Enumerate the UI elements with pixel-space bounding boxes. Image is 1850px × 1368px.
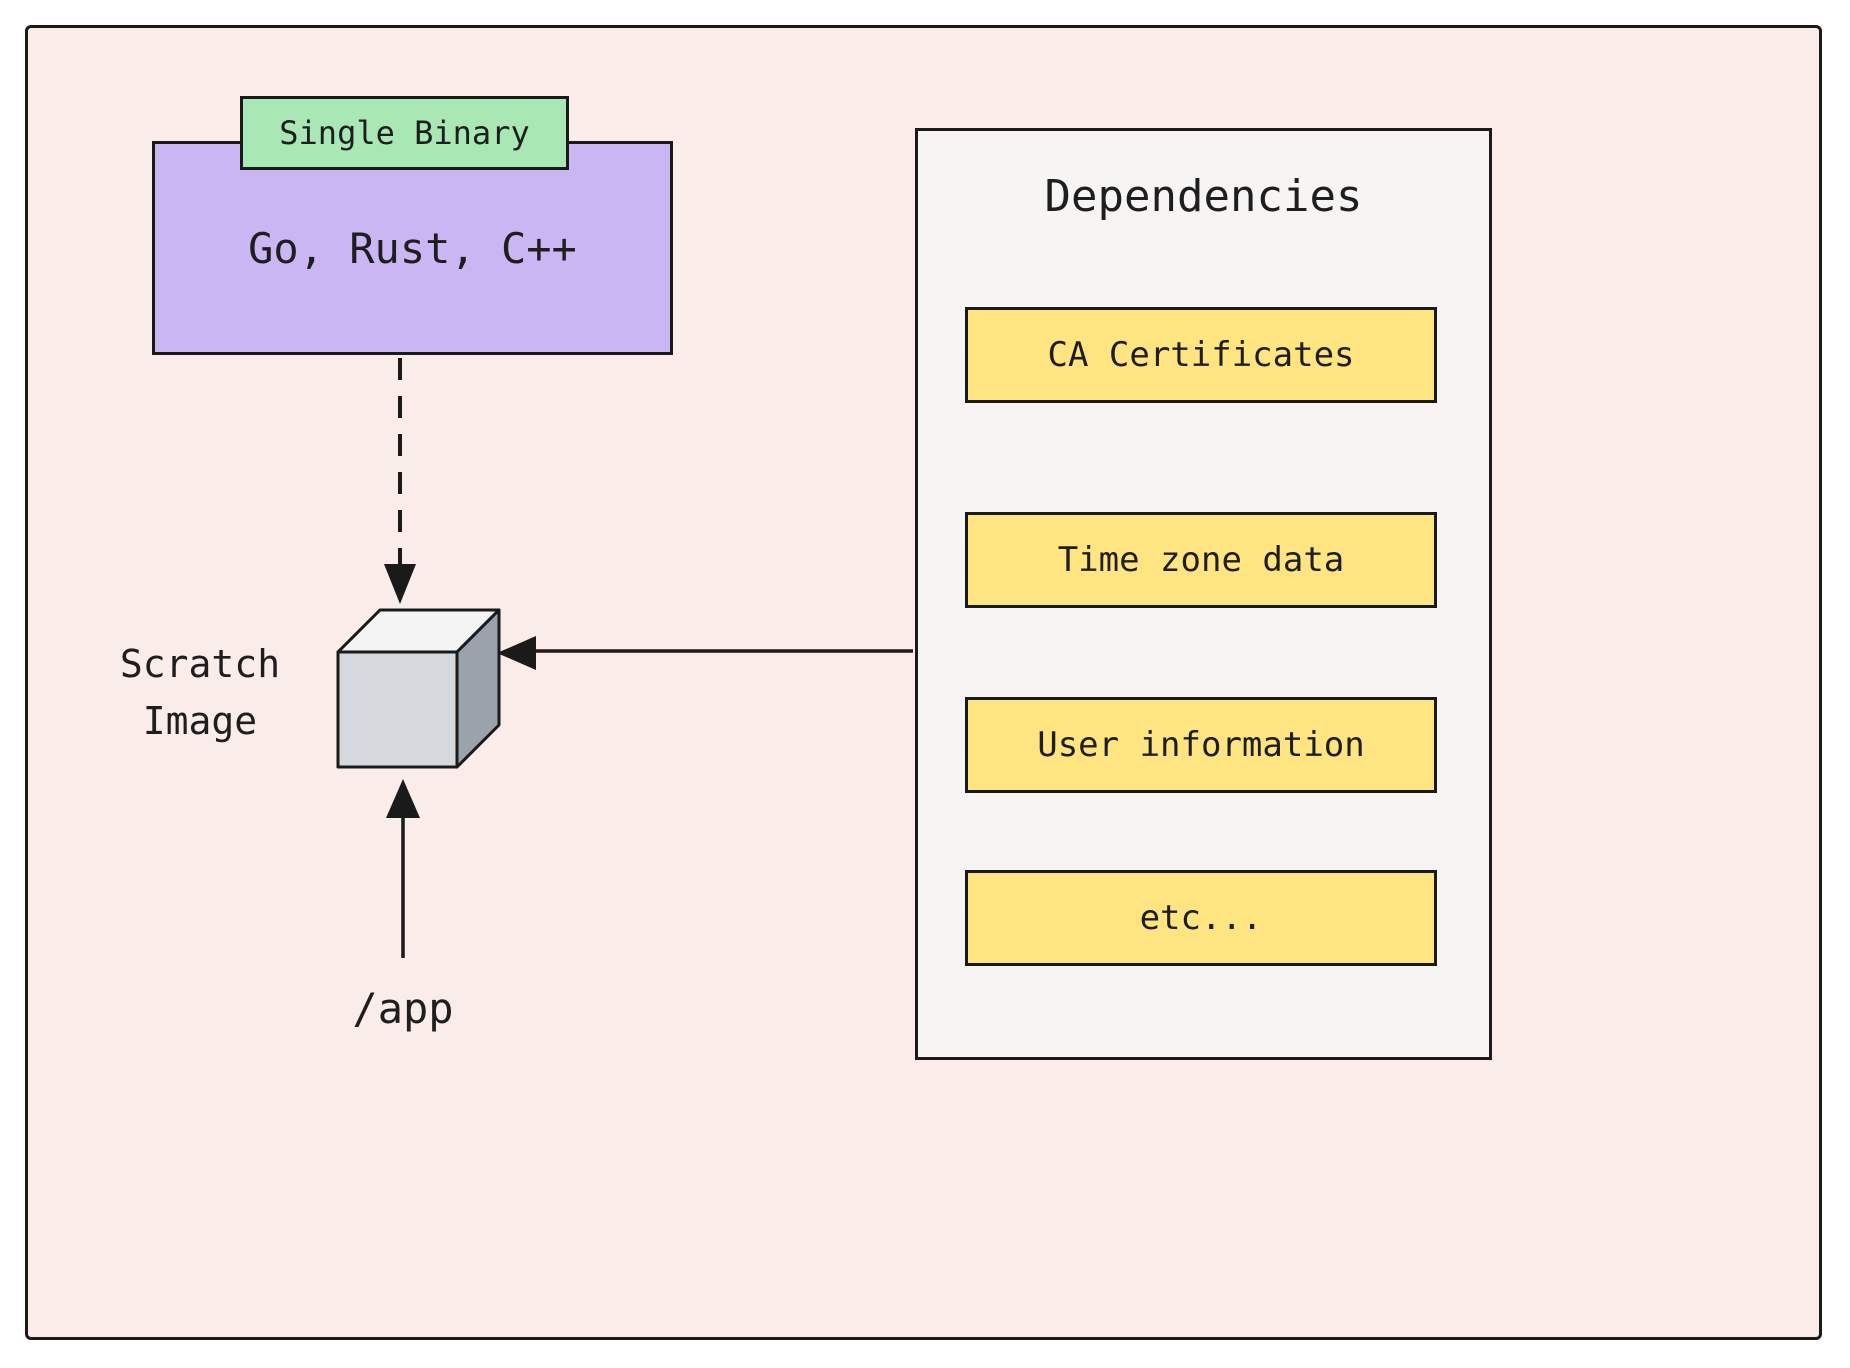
app-path-label: /app (352, 984, 454, 1033)
dependency-item-ca-certificates: CA Certificates (965, 307, 1437, 403)
dependency-item-label: etc... (1139, 898, 1263, 938)
single-binary-badge-label: Single Binary (279, 114, 530, 152)
single-binary-box: Go, Rust, C++ (152, 141, 673, 355)
dependencies-panel: Dependencies CA Certificates Time zone d… (915, 128, 1492, 1060)
dependency-item-label: CA Certificates (1047, 335, 1355, 375)
single-binary-box-label: Go, Rust, C++ (248, 223, 577, 273)
dependency-item-label: Time zone data (1057, 540, 1345, 580)
dependency-item-label: User information (1037, 725, 1365, 765)
scratch-image-label: Scratch Image (119, 642, 281, 743)
dependencies-title: Dependencies (1044, 171, 1363, 222)
single-binary-badge: Single Binary (240, 96, 569, 170)
dependency-item-time-zone-data: Time zone data (965, 512, 1437, 608)
dependency-item-etc: etc... (965, 870, 1437, 966)
dependency-item-user-information: User information (965, 697, 1437, 793)
